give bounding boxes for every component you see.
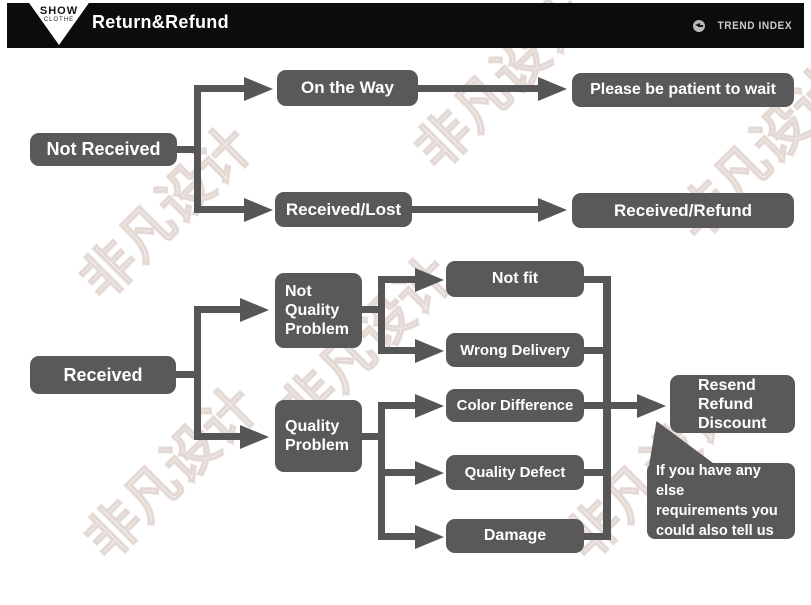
connector (378, 402, 415, 409)
brand-logo-show: SHOW (39, 5, 79, 17)
node-wrong-delivery: Wrong Delivery (446, 333, 584, 367)
connector (582, 533, 607, 540)
node-color-difference: Color Difference (446, 389, 584, 422)
connector (194, 85, 244, 92)
page-title: Return&Refund (92, 12, 229, 32)
node-received: Received (30, 356, 176, 394)
connector (194, 206, 244, 213)
node-quality-problem: Quality Problem (275, 400, 362, 472)
connector (170, 371, 201, 378)
node-on-the-way: On the Way (277, 70, 418, 106)
connector (358, 433, 385, 440)
arrow-head-icon (415, 393, 444, 418)
node-damage: Damage (446, 519, 584, 553)
connector (378, 347, 415, 354)
connector (410, 206, 538, 213)
trend-index: TREND INDEX (692, 3, 792, 48)
arrow-head-icon (415, 338, 444, 363)
node-resend-refund-discount: Resend Refund Discount (670, 375, 795, 433)
arrow-head-icon (244, 76, 273, 101)
watermark: 非凡设计 (74, 375, 271, 572)
trend-arrow-circle-icon (692, 19, 705, 32)
arrow-head-icon (538, 197, 567, 222)
arrow-head-icon (637, 393, 666, 418)
node-quality-defect: Quality Defect (446, 455, 584, 490)
connector (378, 469, 415, 476)
connector (611, 402, 637, 409)
connector (582, 347, 607, 354)
node-received-lost: Received/Lost (275, 192, 412, 227)
node-not-quality-problem: Not Quality Problem (275, 273, 362, 348)
connector (378, 276, 385, 354)
connector (582, 276, 607, 283)
arrow-head-icon (415, 460, 444, 485)
connector (358, 306, 385, 313)
arrow-head-icon (415, 524, 444, 549)
note-bubble: If you have any else requirements you co… (647, 463, 795, 539)
connector (416, 85, 538, 92)
connector (194, 85, 201, 213)
node-please-wait: Please be patient to wait (572, 73, 794, 107)
arrow-head-icon (240, 424, 269, 449)
connector (378, 276, 415, 283)
node-not-fit: Not fit (446, 261, 584, 297)
arrow-head-icon (240, 297, 269, 322)
brand-logo-clothe: CLOTHE (43, 17, 75, 23)
trend-index-label: TREND INDEX (717, 19, 792, 32)
header-bar: TREND INDEX (7, 3, 804, 48)
arrow-head-icon (244, 197, 273, 222)
connector (170, 146, 201, 153)
connector (378, 533, 415, 540)
node-received-refund: Received/Refund (572, 193, 794, 228)
connector (603, 276, 611, 540)
connector (582, 402, 607, 409)
node-not-received: Not Received (30, 133, 177, 166)
connector (582, 469, 607, 476)
arrow-head-icon (538, 76, 567, 101)
connector (194, 306, 201, 440)
connector (194, 433, 240, 440)
arrow-head-icon (415, 267, 444, 292)
connector (194, 306, 240, 313)
